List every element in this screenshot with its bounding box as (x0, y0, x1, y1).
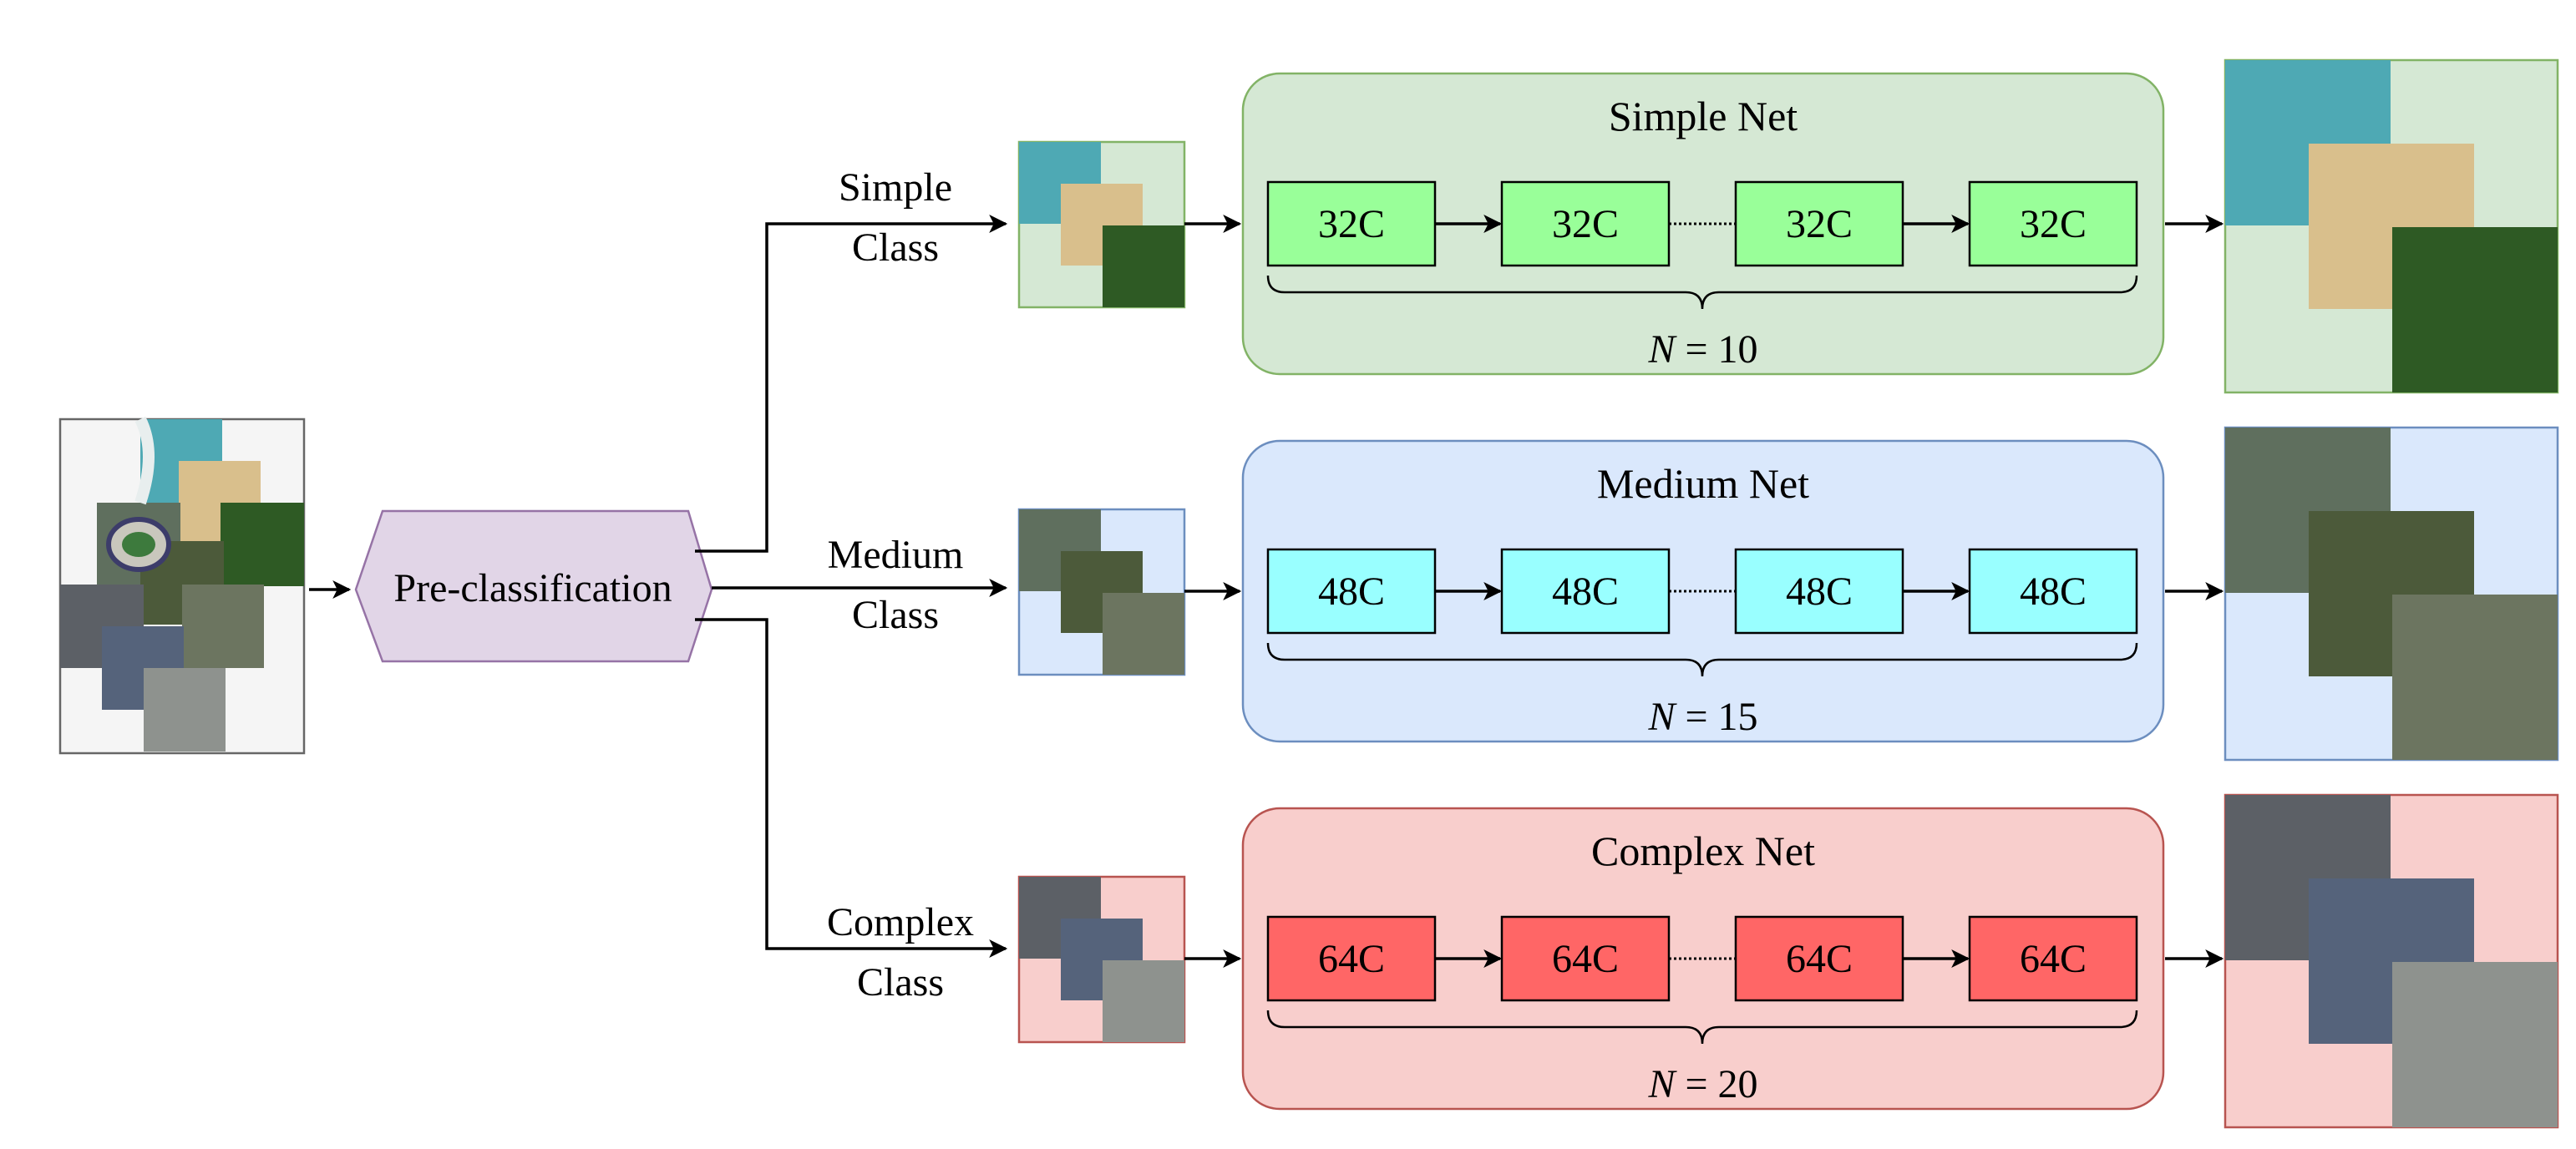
depth-brace (1266, 642, 2138, 677)
conv-block-box (1734, 548, 1904, 635)
output-mosaic-simple (2224, 58, 2559, 394)
conv-block-box (1968, 548, 2138, 635)
depth-var: N (1647, 1062, 1677, 1106)
class-mosaic-complex (1017, 875, 1186, 1044)
conv-block: 64C (1266, 915, 1437, 1002)
depth-brace (1266, 1010, 2138, 1045)
depth-label: N = 10 (1647, 327, 1757, 372)
class-mosaic-simple (1017, 140, 1186, 309)
net-title: Medium Net (1597, 460, 1809, 507)
preclassification-label: Pre-classification (393, 566, 672, 610)
class-tile-grass (1103, 225, 1184, 307)
output-tile-urban (2392, 962, 2558, 1127)
depth-var: N (1647, 327, 1677, 372)
conv-block: 32C (1266, 180, 1437, 267)
net-panel-bg (1241, 807, 2165, 1111)
conv-block-label: 32C (1552, 202, 1619, 246)
depth-brace (1266, 275, 2138, 310)
conv-block-box (1968, 915, 2138, 1002)
input-stadium-pitch (122, 532, 155, 557)
conv-block: 64C (1734, 915, 1904, 1002)
class-label-line: Simple (839, 165, 952, 210)
class-label-line: Class (852, 225, 939, 270)
conv-block: 64C (1500, 915, 1671, 1002)
net-panel-medium: Medium Net 48C 48C 48C 48C N = 15 (1241, 439, 2165, 743)
class-label-line: Class (857, 960, 944, 1005)
depth-eq: = 20 (1675, 1062, 1757, 1106)
conv-block-box (1500, 180, 1671, 267)
class-mosaic-medium (1017, 508, 1186, 676)
input-mosaic (58, 416, 306, 755)
conv-block-label: 32C (1318, 202, 1385, 246)
net-panel-bg (1241, 72, 2165, 376)
input-tile-urban (144, 668, 226, 752)
conv-block-label: 48C (2020, 569, 2087, 614)
conv-block-label: 64C (1318, 937, 1385, 981)
depth-var: N (1647, 695, 1677, 739)
output-mosaic-complex (2224, 793, 2559, 1129)
net-title: Complex Net (1591, 828, 1815, 874)
conv-block-label: 48C (1318, 569, 1385, 614)
depth-eq: = 10 (1675, 327, 1757, 372)
conv-block-box (1500, 548, 1671, 635)
conv-block-box (1734, 915, 1904, 1002)
class-tile-field (1103, 593, 1184, 675)
depth-label: N = 15 (1647, 695, 1757, 739)
net-panel-complex: Complex Net 64C 64C 64C 64C N = 20 (1241, 807, 2165, 1111)
branch-connectors (695, 215, 1008, 958)
conv-block-label: 48C (1552, 569, 1619, 614)
conv-block: 48C (1968, 548, 2138, 635)
conv-block-label: 48C (1786, 569, 1853, 614)
output-tile-field (2392, 595, 2558, 760)
class-tile-urban (1103, 960, 1184, 1042)
output-mosaic-medium (2224, 426, 2559, 762)
conv-block: 32C (1968, 180, 2138, 267)
input-tile-field (182, 585, 264, 668)
conv-block-label: 64C (1786, 937, 1853, 981)
input-tile-grass (221, 503, 304, 586)
conv-block: 32C (1500, 180, 1671, 267)
connector-simple (695, 215, 1008, 553)
depth-label: N = 20 (1647, 1062, 1757, 1106)
conv-block: 48C (1500, 548, 1671, 635)
class-label-line: Class (852, 593, 939, 637)
net-panel-bg (1241, 439, 2165, 743)
preclassification-node: Pre-classification (354, 509, 713, 663)
depth-eq: = 15 (1675, 695, 1757, 739)
conv-block: 32C (1734, 180, 1904, 267)
conv-block-label: 64C (1552, 937, 1619, 981)
conv-block: 64C (1968, 915, 2138, 1002)
output-tile-grass (2392, 227, 2558, 392)
net-panel-simple: Simple Net 32C 32C 32C 32C N = 10 (1241, 72, 2165, 376)
conv-block-box (1266, 180, 1437, 267)
conv-block-label: 64C (2020, 937, 2087, 981)
conv-block-label: 32C (2020, 202, 2087, 246)
conv-block-box (1968, 180, 2138, 267)
conv-block-label: 32C (1786, 202, 1853, 246)
input-foam (134, 416, 155, 505)
conv-block: 48C (1734, 548, 1904, 635)
class-label-line: Complex (827, 900, 974, 944)
net-title: Simple Net (1609, 93, 1798, 139)
class-label-line: Medium (828, 533, 964, 577)
connector-complex (695, 618, 1008, 958)
conv-block: 48C (1266, 548, 1437, 635)
conv-block-box (1500, 915, 1671, 1002)
